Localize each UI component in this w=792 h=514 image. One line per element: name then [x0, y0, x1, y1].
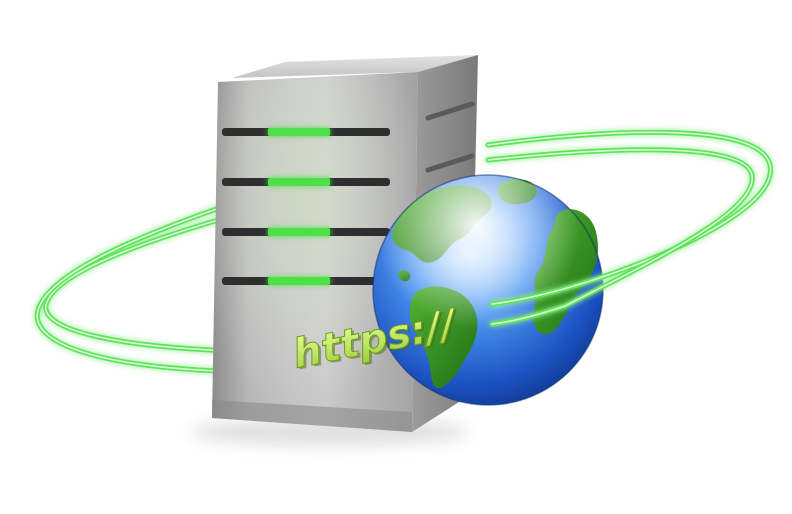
server-top: [232, 55, 478, 78]
led-icon: [268, 178, 330, 186]
led-icon: [268, 128, 330, 136]
led-indicators: [268, 128, 330, 285]
led-icon: [268, 277, 330, 285]
led-icon: [268, 228, 330, 236]
orbit-ring-back: [34, 202, 278, 375]
globe-icon: [372, 174, 604, 406]
side-vents: [425, 101, 475, 173]
globe-highlight: [373, 175, 603, 405]
orbit-ring-front: [485, 129, 773, 327]
server-icon: [212, 55, 478, 432]
